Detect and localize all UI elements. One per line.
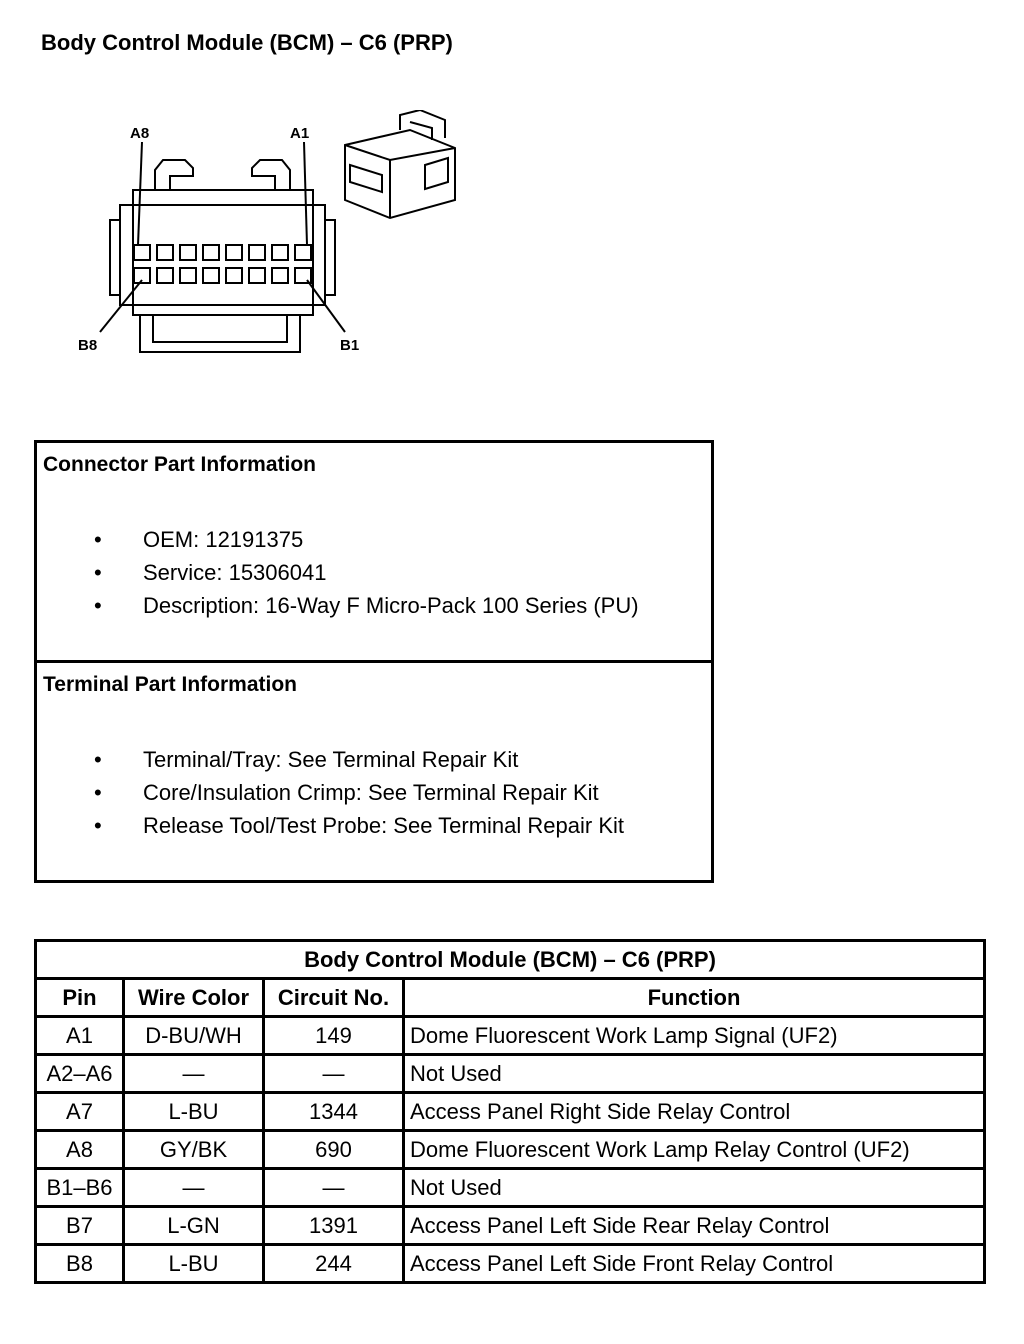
wire-color-cell: L-BU	[122, 1091, 265, 1132]
pin-label-a1: A1	[290, 125, 309, 142]
function-cell: Access Panel Left Side Rear Relay Contro…	[402, 1205, 986, 1246]
bullet-icon: •	[94, 560, 102, 585]
pin-cell: B8	[34, 1243, 125, 1284]
bullet-icon: •	[94, 593, 102, 618]
function-cell: Dome Fluorescent Work Lamp Signal (UF2)	[402, 1015, 986, 1056]
terminal-part-info-heading: Terminal Part Information	[43, 673, 297, 696]
wire-color-cell: —	[122, 1167, 265, 1208]
column-header-circuit-no: Circuit No.	[262, 977, 405, 1018]
table-row: B8 L-BU 244 Access Panel Left Side Front…	[34, 1243, 986, 1284]
bullet-icon: •	[94, 813, 102, 838]
wire-color-cell: —	[122, 1053, 265, 1094]
pin-label-a8: A8	[130, 125, 149, 142]
pin-cell: A1	[34, 1015, 125, 1056]
terminal-part-info: Terminal Part Information •Terminal/Tray…	[37, 660, 711, 880]
table-row: A8 GY/BK 690 Dome Fluorescent Work Lamp …	[34, 1129, 986, 1170]
circuit-cell: —	[262, 1053, 405, 1094]
pin-label-b8: B8	[78, 337, 97, 354]
column-header-function: Function	[402, 977, 986, 1018]
circuit-cell: 149	[262, 1015, 405, 1056]
bullet-icon: •	[94, 747, 102, 772]
table-row: A2–A6 — — Not Used	[34, 1053, 986, 1094]
column-header-pin: Pin	[34, 977, 125, 1018]
wire-color-cell: GY/BK	[122, 1129, 265, 1170]
wire-color-cell: D-BU/WH	[122, 1015, 265, 1056]
bullet-icon: •	[94, 527, 102, 552]
pin-cell: A7	[34, 1091, 125, 1132]
part-info-box: Connector Part Information •OEM: 1219137…	[34, 440, 714, 883]
connector-part-info: Connector Part Information •OEM: 1219137…	[37, 443, 711, 660]
column-header-wire-color: Wire Color	[122, 977, 265, 1018]
bullet-icon: •	[94, 780, 102, 805]
page-title: Body Control Module (BCM) – C6 (PRP)	[41, 30, 453, 55]
pin-table: Body Control Module (BCM) – C6 (PRP) Pin…	[34, 939, 986, 1284]
function-cell: Dome Fluorescent Work Lamp Relay Control…	[402, 1129, 986, 1170]
table-row: B7 L-GN 1391 Access Panel Left Side Rear…	[34, 1205, 986, 1246]
pin-cell: B1–B6	[34, 1167, 125, 1208]
wire-color-cell: L-BU	[122, 1243, 265, 1284]
pin-cell: A8	[34, 1129, 125, 1170]
table-row: A7 L-BU 1344 Access Panel Right Side Rel…	[34, 1091, 986, 1132]
connector-diagram: A8 A1 B8 B1	[60, 110, 480, 370]
table-row: A1 D-BU/WH 149 Dome Fluorescent Work Lam…	[34, 1015, 986, 1056]
wire-color-cell: L-GN	[122, 1205, 265, 1246]
function-cell: Access Panel Right Side Relay Control	[402, 1091, 986, 1132]
function-cell: Not Used	[402, 1053, 986, 1094]
table-row: B1–B6 — — Not Used	[34, 1167, 986, 1208]
function-cell: Not Used	[402, 1167, 986, 1208]
connector-drawing: A8 A1 B8 B1	[78, 110, 456, 354]
pin-label-b1: B1	[340, 337, 359, 354]
pin-table-title: Body Control Module (BCM) – C6 (PRP)	[34, 939, 986, 980]
circuit-cell: 244	[262, 1243, 405, 1284]
connector-part-info-heading: Connector Part Information	[43, 453, 317, 476]
pin-cell: B7	[34, 1205, 125, 1246]
circuit-cell: —	[262, 1167, 405, 1208]
circuit-cell: 1391	[262, 1205, 405, 1246]
circuit-cell: 1344	[262, 1091, 405, 1132]
pin-cell: A2–A6	[34, 1053, 125, 1094]
circuit-cell: 690	[262, 1129, 405, 1170]
function-cell: Access Panel Left Side Front Relay Contr…	[402, 1243, 986, 1284]
